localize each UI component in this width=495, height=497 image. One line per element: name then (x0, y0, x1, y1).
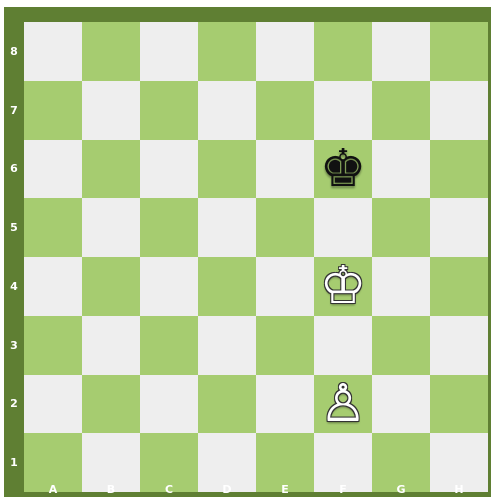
square-h4[interactable] (430, 257, 488, 316)
square-c8[interactable] (140, 22, 198, 81)
file-label-e: E (256, 481, 314, 497)
square-a5[interactable] (24, 198, 82, 257)
file-label-g: G (372, 481, 430, 497)
square-g6[interactable] (372, 140, 430, 199)
square-f6[interactable]: ♚ (314, 140, 372, 199)
square-e8[interactable] (256, 22, 314, 81)
square-e3[interactable] (256, 316, 314, 375)
square-g5[interactable] (372, 198, 430, 257)
white-pawn-icon[interactable]: ♙ (320, 378, 367, 430)
square-f7[interactable] (314, 81, 372, 140)
file-label-d: D (198, 481, 256, 497)
square-f3[interactable] (314, 316, 372, 375)
rank-label-6: 6 (4, 140, 24, 199)
file-label-h: H (430, 481, 488, 497)
square-e5[interactable] (256, 198, 314, 257)
square-h2[interactable] (430, 375, 488, 434)
square-a2[interactable] (24, 375, 82, 434)
square-e4[interactable] (256, 257, 314, 316)
square-c5[interactable] (140, 198, 198, 257)
square-d5[interactable] (198, 198, 256, 257)
square-c4[interactable] (140, 257, 198, 316)
square-f4[interactable]: ♔ (314, 257, 372, 316)
black-king-icon[interactable]: ♚ (320, 143, 367, 195)
square-h7[interactable] (430, 81, 488, 140)
square-d6[interactable] (198, 140, 256, 199)
square-d8[interactable] (198, 22, 256, 81)
square-e6[interactable] (256, 140, 314, 199)
square-f5[interactable] (314, 198, 372, 257)
square-h8[interactable] (430, 22, 488, 81)
square-b3[interactable] (82, 316, 140, 375)
chessboard: ♚ ♔ ♙ (24, 22, 488, 492)
square-h6[interactable] (430, 140, 488, 199)
square-d7[interactable] (198, 81, 256, 140)
square-a3[interactable] (24, 316, 82, 375)
square-b2[interactable] (82, 375, 140, 434)
square-a6[interactable] (24, 140, 82, 199)
file-label-a: A (24, 481, 82, 497)
rank-label-5: 5 (4, 198, 24, 257)
square-g2[interactable] (372, 375, 430, 434)
square-b7[interactable] (82, 81, 140, 140)
rank-label-8: 8 (4, 22, 24, 81)
square-d4[interactable] (198, 257, 256, 316)
square-b5[interactable] (82, 198, 140, 257)
rank-label-4: 4 (4, 257, 24, 316)
square-c3[interactable] (140, 316, 198, 375)
rank-label-1: 1 (4, 433, 24, 492)
square-c6[interactable] (140, 140, 198, 199)
square-c7[interactable] (140, 81, 198, 140)
rank-label-7: 7 (4, 81, 24, 140)
square-a4[interactable] (24, 257, 82, 316)
square-g7[interactable] (372, 81, 430, 140)
square-h5[interactable] (430, 198, 488, 257)
square-d3[interactable] (198, 316, 256, 375)
square-e2[interactable] (256, 375, 314, 434)
square-e7[interactable] (256, 81, 314, 140)
rank-label-2: 2 (4, 375, 24, 434)
file-label-f: F (314, 481, 372, 497)
rank-label-3: 3 (4, 316, 24, 375)
square-h3[interactable] (430, 316, 488, 375)
square-f8[interactable] (314, 22, 372, 81)
white-king-icon[interactable]: ♔ (320, 260, 367, 312)
square-c2[interactable] (140, 375, 198, 434)
square-d2[interactable] (198, 375, 256, 434)
square-b4[interactable] (82, 257, 140, 316)
square-g4[interactable] (372, 257, 430, 316)
square-a8[interactable] (24, 22, 82, 81)
square-b8[interactable] (82, 22, 140, 81)
square-f2[interactable]: ♙ (314, 375, 372, 434)
file-label-b: B (82, 481, 140, 497)
square-g3[interactable] (372, 316, 430, 375)
square-b6[interactable] (82, 140, 140, 199)
square-a7[interactable] (24, 81, 82, 140)
square-g8[interactable] (372, 22, 430, 81)
file-label-c: C (140, 481, 198, 497)
